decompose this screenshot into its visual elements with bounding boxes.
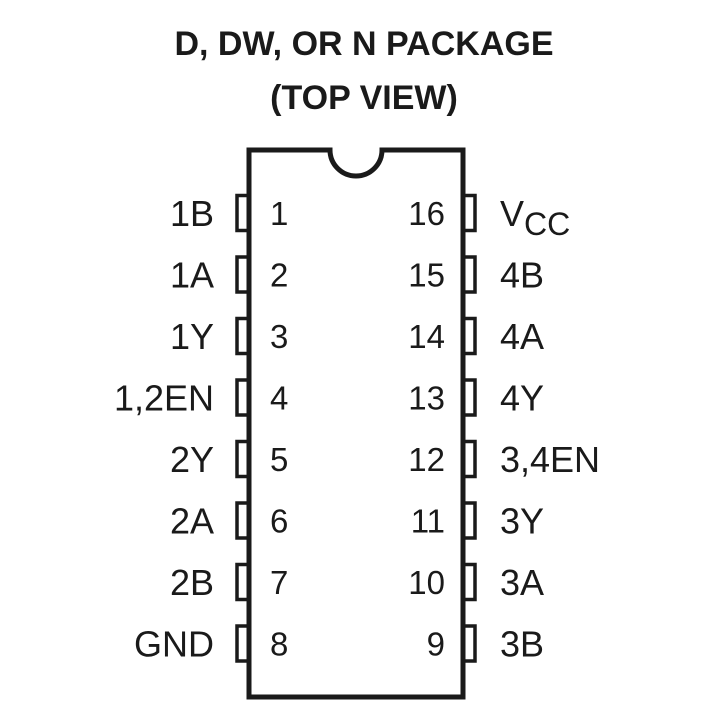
pin-lead xyxy=(463,193,477,233)
pin-label: VCC xyxy=(500,193,570,242)
pins-layer: 1 1B 2 1A 3 1Y 4 1,2EN 5 2Y 6 2A 7 2B 8 GND 16 VCC 15 4B 14 4… xyxy=(114,193,600,665)
pin-number: 5 xyxy=(270,441,288,478)
pin-label: 1A xyxy=(170,255,214,296)
pin-label: 2A xyxy=(170,501,214,542)
pin-lead xyxy=(235,562,249,602)
view-subtitle: (TOP VIEW) xyxy=(270,79,458,117)
pin-number: 2 xyxy=(270,257,288,294)
pin-lead xyxy=(463,316,477,356)
pin-label: 4B xyxy=(500,255,544,296)
pin-label: 3A xyxy=(500,562,544,603)
chip-body xyxy=(246,147,466,700)
pin-label: 3B xyxy=(500,624,544,665)
pin-lead xyxy=(463,562,477,602)
pin-lead xyxy=(463,624,477,663)
pin-lead xyxy=(235,624,249,663)
pin-lead xyxy=(463,501,477,540)
pin-number: 10 xyxy=(408,564,445,601)
pin-label: 1,2EN xyxy=(114,378,214,419)
pin-number: 12 xyxy=(408,441,445,478)
pin-label: 3Y xyxy=(500,501,544,542)
pin-label: 3,4EN xyxy=(500,439,600,480)
pin-label: 4Y xyxy=(500,378,544,419)
pin-lead xyxy=(463,439,477,479)
pin-number: 6 xyxy=(270,503,288,540)
pin-number: 15 xyxy=(408,257,445,294)
pin-number: 1 xyxy=(270,195,288,232)
pin-number: 3 xyxy=(270,318,288,355)
pin-number: 14 xyxy=(408,318,445,355)
pin-number: 8 xyxy=(270,626,288,663)
pin-number: 16 xyxy=(408,195,445,232)
pin-number: 11 xyxy=(411,503,445,540)
pin-label: 1B xyxy=(170,193,214,234)
pin-label: 2Y xyxy=(170,439,214,480)
pin-lead xyxy=(235,439,249,479)
pin-number: 7 xyxy=(270,564,288,601)
pin-label: 1Y xyxy=(170,316,214,357)
pin-number: 4 xyxy=(270,380,288,417)
pin-lead xyxy=(235,255,249,294)
package-title: D, DW, OR N PACKAGE xyxy=(174,25,554,63)
pin-lead xyxy=(235,378,249,417)
pin-lead xyxy=(463,378,477,417)
pin-label: 2B xyxy=(170,562,214,603)
pin-number: 13 xyxy=(408,380,445,417)
pin-lead xyxy=(235,316,249,356)
pin-label: GND xyxy=(134,624,214,665)
pin-lead xyxy=(235,501,249,540)
pin-lead xyxy=(463,255,477,294)
pin-number: 9 xyxy=(427,626,445,663)
pin-label-subscript: CC xyxy=(524,206,570,242)
pin-label: 4A xyxy=(500,316,544,357)
pin-lead xyxy=(235,193,249,233)
